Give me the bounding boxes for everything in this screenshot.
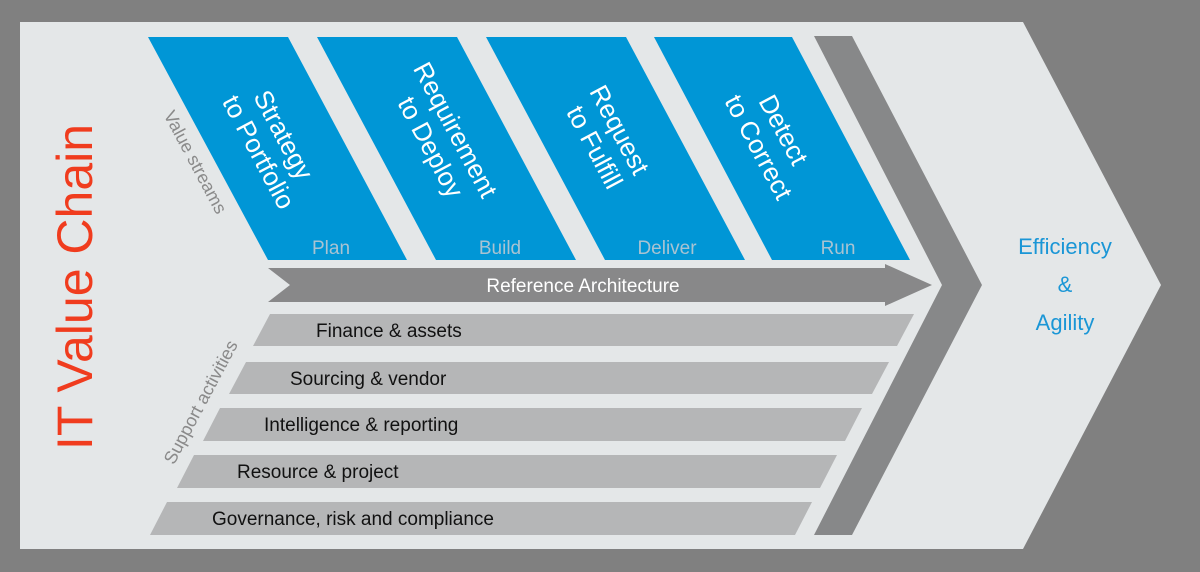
support-activity-label: Resource & project [237,462,399,483]
value-stream-requirement-to-deploy: Requirement to Deploy Build [317,37,576,260]
support-activity-label: Finance & assets [316,321,462,342]
support-activity-label: Sourcing & vendor [290,369,447,390]
outcome-line1: Efficiency [1018,234,1112,259]
reference-architecture-label: Reference Architecture [486,276,679,297]
outcome-line2: & [1058,272,1073,297]
support-activity-intelligence: Intelligence & reporting [203,408,862,441]
diagram-title: IT Value Chain [47,124,103,450]
dark-chevron-divider [814,36,982,535]
support-activity-label: Intelligence & reporting [264,415,458,436]
support-activity-finance: Finance & assets [253,314,914,346]
stream-phase-label: Deliver [637,238,697,259]
outcome-line3: Agility [1036,310,1095,335]
value-stream-request-to-fulfill: Request to Fulfill Deliver [486,37,745,260]
support-activity-sourcing: Sourcing & vendor [229,362,889,394]
stream-phase-label: Run [821,238,856,259]
support-activity-resource: Resource & project [177,455,837,488]
stream-phase-label: Plan [312,238,350,259]
support-activity-governance: Governance, risk and compliance [150,502,812,535]
reference-architecture-arrow: Reference Architecture [268,264,932,306]
support-activity-label: Governance, risk and compliance [212,509,494,530]
outcome-text: Efficiency & Agility [1018,234,1112,335]
value-stream-detect-to-correct: Detect to Correct Run [654,37,910,260]
stream-phase-label: Build [479,238,521,259]
